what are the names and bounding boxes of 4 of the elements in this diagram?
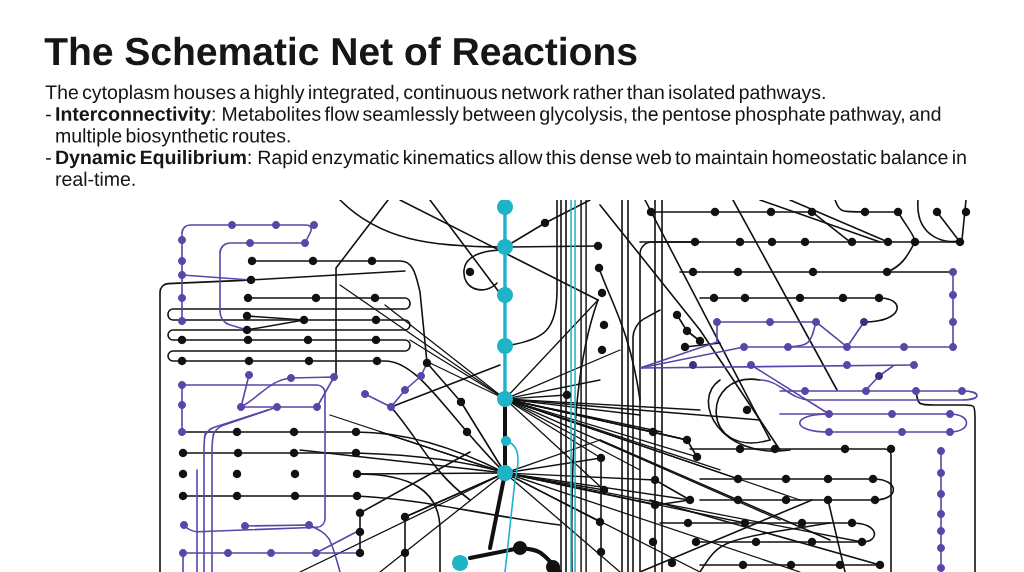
title: The Schematic Net of Reactions (44, 36, 637, 66)
intro-text: The cytoplasm houses a highly integrated, continuous network rather than isolated pathways. (45, 84, 825, 104)
bullet-item: - Interconnectivity: Metabolites flow seamlessly between glycolysis, the pentose phosphate pathway, and multiple biosynthetic routes. (46, 106, 941, 147)
bullet-item: - Dynamic Equilibrium: Rapid enzymatic kinematics allow this dense web to maintain homeostatic balance in real-time. (46, 149, 966, 186)
